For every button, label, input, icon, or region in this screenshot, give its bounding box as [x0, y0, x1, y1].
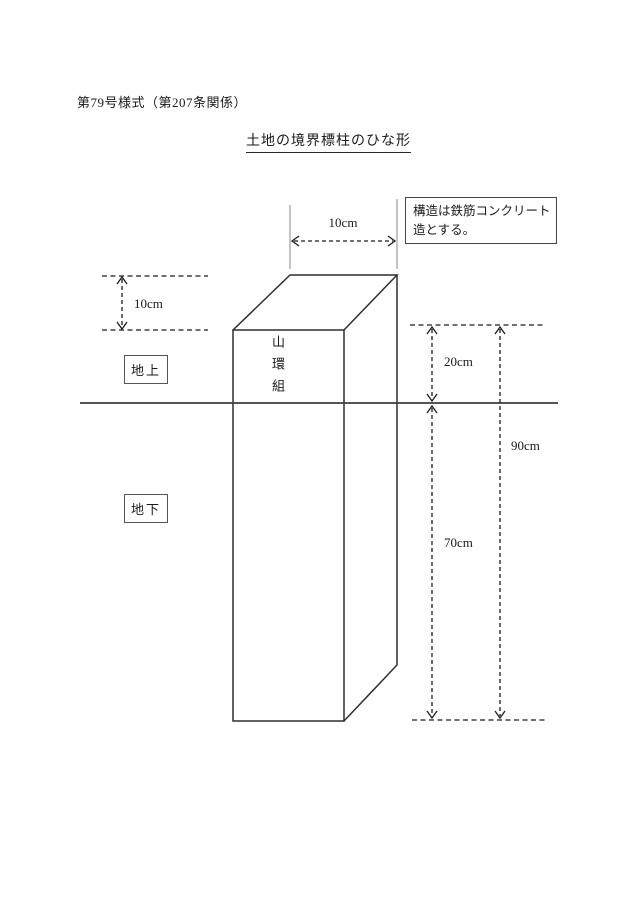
arrowhead-up-icon: [494, 325, 506, 335]
dimension-cap-height: 10cm: [134, 296, 163, 311]
above-ground-label-box: 地上: [124, 355, 168, 384]
below-ground-label-box: 地下: [124, 494, 168, 523]
arrowhead-down-icon: [426, 393, 438, 403]
post-front-face: [232, 329, 345, 722]
dimension-above-ground: 20cm: [444, 354, 473, 369]
boundary-post-shape: [232, 274, 399, 722]
dashed-reference-lines: [102, 275, 545, 721]
arrowhead-left-icon: [290, 235, 300, 247]
arrowhead-up-icon: [426, 404, 438, 414]
arrowhead-down-icon: [116, 321, 128, 331]
post-inscription: 山環組: [270, 335, 285, 401]
extension-guide-lines: [289, 199, 398, 269]
construction-note-line1: 構造は鉄筋コンクリート: [413, 204, 551, 218]
arrowhead-down-icon: [494, 710, 506, 720]
arrowhead-up-icon: [116, 275, 128, 285]
arrowhead-down-icon: [426, 710, 438, 720]
above-ground-label: 地上: [130, 363, 161, 378]
arrowhead-up-icon: [426, 325, 438, 335]
below-ground-label: 地下: [130, 502, 161, 517]
arrowhead-right-icon: [387, 235, 397, 247]
arrowheads: [116, 235, 506, 720]
dimension-arrow-lines: [121, 240, 501, 716]
form-number: 第79号様式（第207条関係）: [77, 95, 248, 110]
construction-note-line2: 造とする。: [413, 223, 476, 237]
dimension-below-ground: 70cm: [444, 535, 473, 550]
dimension-top-width: 10cm: [328, 215, 358, 230]
post-right-face-edge: [343, 275, 398, 722]
post-top-face: [232, 274, 399, 331]
dimension-total-height: 90cm: [511, 438, 540, 453]
construction-note-box: 構造は鉄筋コンクリート 造とする。: [405, 197, 557, 244]
page-title: 土地の境界標柱のひな形: [246, 130, 411, 153]
